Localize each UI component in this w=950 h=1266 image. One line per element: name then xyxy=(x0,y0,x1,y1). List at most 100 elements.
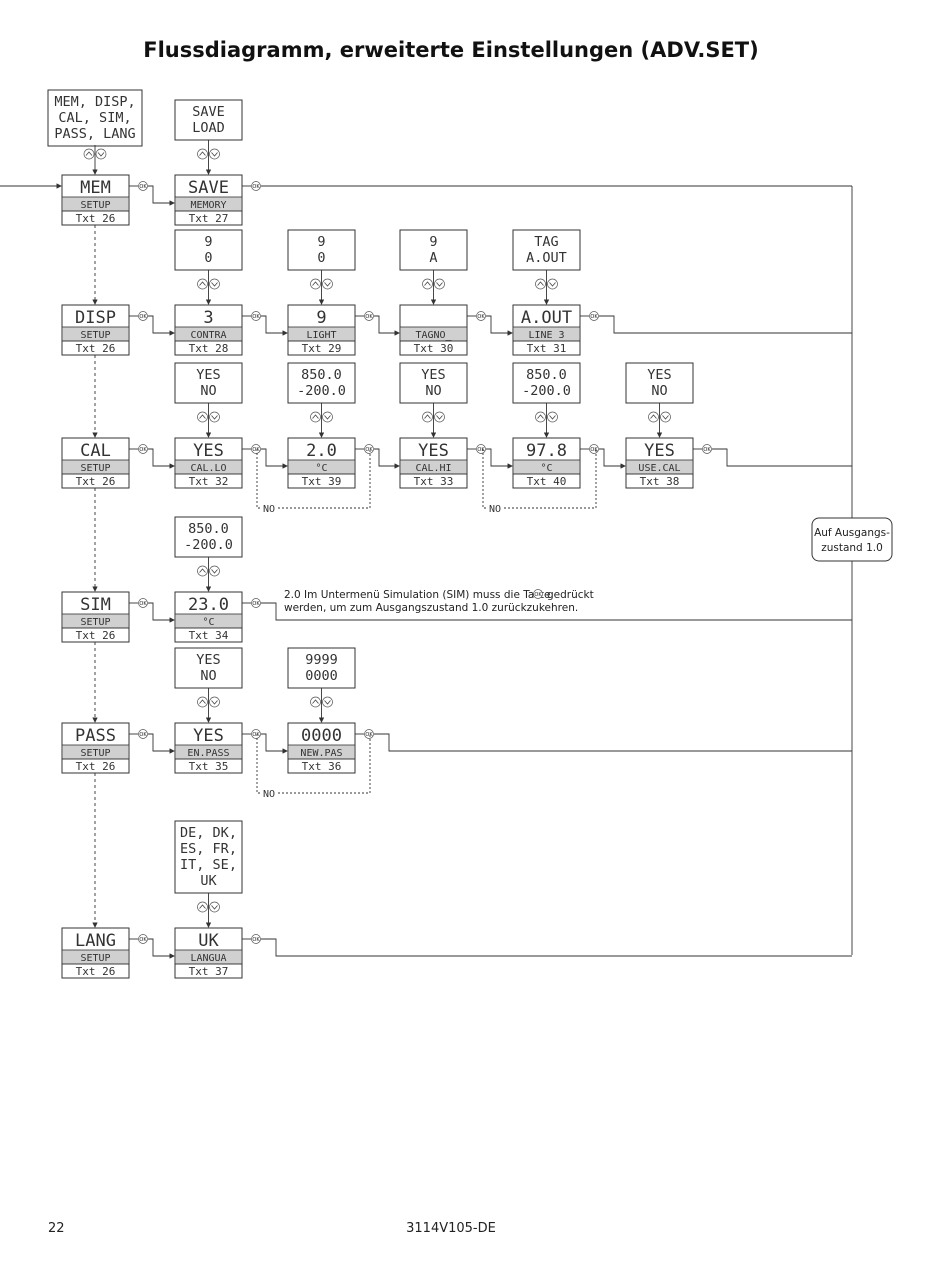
ok-key-icon: OK xyxy=(364,444,374,454)
option-value: UK xyxy=(200,873,217,889)
option-value: SAVE xyxy=(192,104,225,120)
ok-key-label: OK xyxy=(703,447,711,453)
ok-key-icon: OK xyxy=(702,444,712,454)
document-code: 3114V105-DE xyxy=(406,1221,496,1236)
down-arrow-glyph xyxy=(324,415,331,420)
end-state-box: Auf Ausgangs-zustand 1.0 xyxy=(811,517,893,562)
up-key-icon xyxy=(422,411,433,423)
ok-key-circle xyxy=(138,181,148,191)
ok-key-circle xyxy=(251,311,261,321)
down-key-icon xyxy=(322,411,333,423)
ok-key-label: OK xyxy=(252,937,260,943)
ok-key-circle xyxy=(138,444,148,454)
options-frame xyxy=(174,516,243,558)
disp-step-1-options: 90 xyxy=(174,229,243,271)
down-key-icon xyxy=(209,148,220,160)
options-frame xyxy=(174,820,243,894)
no-label: NO xyxy=(263,789,275,800)
connector-line xyxy=(148,938,175,959)
sim-note-line-2: werden, um zum Ausgangszustand 1.0 zurüc… xyxy=(284,602,578,614)
display-sub-text: °C xyxy=(540,463,552,474)
down-arrow-glyph xyxy=(549,415,556,420)
connector-line xyxy=(148,602,175,623)
option-value: ES, FR, xyxy=(180,841,237,857)
display-main-text: LANG xyxy=(75,931,116,951)
down-key-icon xyxy=(209,901,220,913)
display-txt-text: Txt 26 xyxy=(76,760,116,773)
ok-key-label: OK xyxy=(139,601,147,607)
option-value: LOAD xyxy=(192,120,225,136)
up-key-icon xyxy=(422,278,433,290)
option-value: PASS, LANG xyxy=(54,126,135,142)
page-number: 22 xyxy=(48,1221,65,1236)
display-main-text: UK xyxy=(198,931,219,951)
exit-line xyxy=(374,733,852,752)
cal-hi-no-bypass xyxy=(482,449,597,509)
display-sub-text: SETUP xyxy=(80,953,110,964)
down-arrow-glyph xyxy=(324,282,331,287)
display-sub-text: LINE 3 xyxy=(528,330,564,341)
options-frame xyxy=(512,362,581,404)
ok-key-label: OK xyxy=(590,447,598,453)
up-arrow-glyph xyxy=(537,281,544,286)
up-arrow-glyph xyxy=(312,414,319,419)
up-arrow-glyph xyxy=(424,414,431,419)
up-down-keys-icon xyxy=(83,148,107,160)
options-frame xyxy=(174,362,243,404)
display-main-text: YES xyxy=(418,441,449,461)
ok-key-icon: OK xyxy=(138,598,148,608)
connector-line xyxy=(261,733,288,754)
option-value: NO xyxy=(651,383,667,399)
down-key-icon xyxy=(322,278,333,290)
up-arrow-glyph xyxy=(537,414,544,419)
ok-key-label: OK xyxy=(139,314,147,320)
sim-note-line-1: 2.0 Im Untermenü Simulation (SIM) muss d… xyxy=(284,589,550,601)
display-txt-text: Txt 29 xyxy=(302,342,342,355)
option-value: 850.0 xyxy=(301,367,342,383)
ok-key-icon: OK xyxy=(589,444,599,454)
up-arrow-glyph xyxy=(85,151,93,156)
cal-lo-no-bypass xyxy=(256,449,371,509)
display-txt-text: Txt 27 xyxy=(189,212,229,225)
up-arrow-glyph xyxy=(199,414,206,419)
no-label-bg xyxy=(260,502,278,512)
up-down-keys-icon xyxy=(310,696,333,708)
ok-key-circle xyxy=(476,444,486,454)
option-value: -200.0 xyxy=(297,383,346,399)
ok-key-circle xyxy=(138,311,148,321)
down-key-icon xyxy=(547,278,558,290)
pass-no-bypass xyxy=(256,734,371,794)
option-value: A xyxy=(429,250,437,266)
display-main-text: DISP xyxy=(75,308,116,328)
options-frame xyxy=(174,99,243,141)
display-sub-text: USE.CAL xyxy=(638,463,680,474)
up-down-keys-icon xyxy=(197,278,220,290)
ok-key-icon: OK xyxy=(138,934,148,944)
ok-key-icon: OK xyxy=(251,729,261,739)
down-key-icon xyxy=(209,565,220,577)
display-sub-text: SETUP xyxy=(80,200,110,211)
up-key-icon xyxy=(197,696,208,708)
up-down-keys-icon xyxy=(310,411,333,423)
ok-key-circle xyxy=(138,934,148,944)
option-value: TAG xyxy=(534,234,558,250)
ok-key-label: OK xyxy=(252,601,260,607)
connector-line xyxy=(374,448,400,469)
down-arrow-glyph xyxy=(211,282,218,287)
up-arrow-glyph xyxy=(650,414,657,419)
ok-key-circle xyxy=(138,598,148,608)
up-key-icon xyxy=(310,278,321,290)
disp-step-3-display: TAGNO_Txt 30 xyxy=(399,304,468,356)
cal-step-2-options: 850.0-200.0 xyxy=(287,362,356,404)
ok-key-icon: OK xyxy=(251,444,261,454)
display-txt-text: Txt 39 xyxy=(302,475,342,488)
menu-options-box: MEM, DISP,CAL, SIM,PASS, LANG xyxy=(47,89,143,147)
ok-key-circle xyxy=(364,444,374,454)
